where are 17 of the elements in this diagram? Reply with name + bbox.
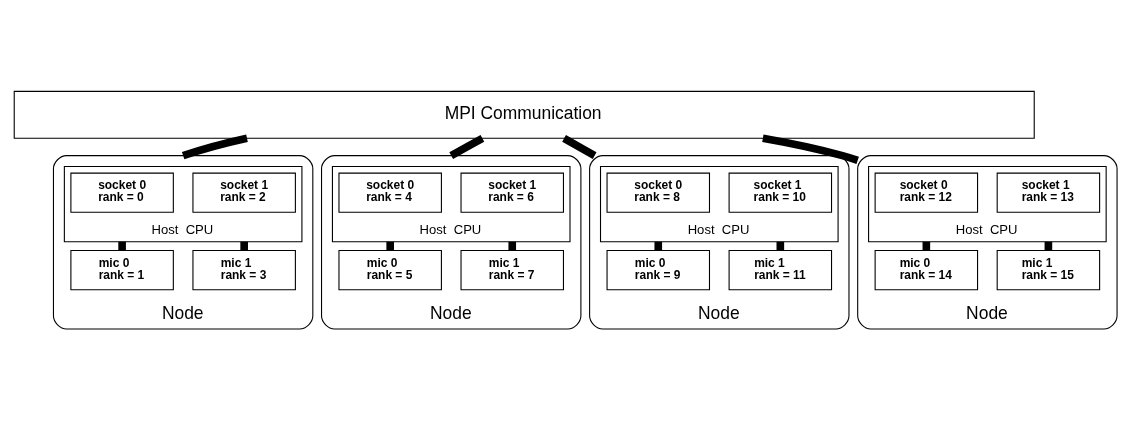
node-box: mic 0 rank = 5 — [338, 249, 442, 290]
node-box: socket 0 rank = 4 — [338, 172, 442, 213]
node-box: socket 1 rank = 2 — [192, 172, 296, 213]
node-box: socket 0 rank = 8 — [606, 172, 711, 213]
node-box: socket 0 rank = 12 — [874, 172, 979, 213]
node-box: mic 0 rank = 14 — [874, 249, 979, 290]
node-box: mic 1 rank = 15 — [996, 249, 1101, 290]
node-box: mic 0 rank = 9 — [606, 249, 711, 290]
node-box: mic 1 rank = 11 — [728, 249, 833, 290]
node-box: MPI Communication — [13, 90, 1035, 139]
node-box: socket 0 rank = 0 — [70, 172, 174, 213]
node-box: mic 1 rank = 7 — [460, 249, 564, 290]
node-box: socket 1 rank = 13 — [996, 172, 1101, 213]
node-box: mic 0 rank = 1 — [70, 249, 174, 290]
node-box: mic 1 rank = 3 — [192, 249, 296, 290]
node-box: socket 1 rank = 6 — [460, 172, 564, 213]
node-box: socket 1 rank = 10 — [728, 172, 833, 213]
